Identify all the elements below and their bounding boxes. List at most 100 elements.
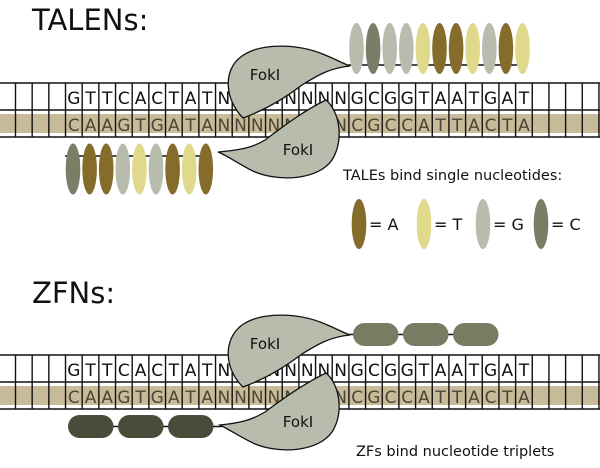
tale-legend: = A= T= G= C: [351, 199, 581, 249]
zfns-top-base: A: [135, 361, 147, 381]
talens-bottom-base: A: [168, 116, 180, 136]
talens-top-base: N: [334, 89, 347, 109]
legend-swatch-G: [475, 199, 491, 249]
zfns-bottom-base: N: [218, 388, 231, 408]
tale-repeat-A: [498, 23, 514, 74]
zfns-top-base: T: [168, 361, 180, 381]
zfn-section: ZFNs: GTTCACTATNNNNNNNNGCGGTAATGATCAAGTG…: [0, 276, 600, 460]
tale-repeat-T: [181, 143, 197, 195]
fokI-top-shape-zfn: [227, 314, 351, 388]
zinc-finger-module: [353, 323, 399, 346]
fokI-bottom-domain-zfn: FokI: [217, 372, 340, 451]
talens-bottom-base: A: [85, 116, 97, 136]
tale-repeat-G: [382, 23, 398, 74]
zfns-top-base: G: [484, 361, 497, 381]
talen-section: TALENs: GTTCACTATNNNNNNNNGCGGTAATGATCAAG…: [0, 3, 600, 249]
tale-repeat-T: [515, 23, 530, 74]
talens-top-base: T: [201, 89, 213, 109]
tale-repeat-A: [198, 143, 214, 195]
talens-top-base: C: [151, 89, 163, 109]
zfns-top-base: A: [501, 361, 513, 381]
legend-label-G: = G: [493, 215, 524, 234]
zfns-top-base: G: [401, 361, 414, 381]
talens-bottom-base: C: [485, 116, 497, 136]
talens-top-base: A: [135, 89, 147, 109]
zfns-bottom-base: C: [401, 388, 413, 408]
talens-bottom-base: G: [151, 116, 164, 136]
tale-repeat-T: [465, 23, 481, 74]
zfns-top-base: T: [84, 361, 96, 381]
fokI-top-label: FokI: [250, 66, 280, 84]
zfns-top-base: A: [451, 361, 463, 381]
fokI-bottom-domain: FokI: [217, 99, 340, 179]
zfn-title: ZFNs:: [32, 276, 115, 310]
zfns-bottom-base: A: [168, 388, 180, 408]
fokI-bottom-label-zfn: FokI: [283, 413, 313, 431]
zfns-top-base: N: [218, 361, 231, 381]
zfns-bottom-base: T: [184, 388, 196, 408]
talens-bottom-base: T: [134, 116, 146, 136]
talens-top-base: A: [185, 89, 197, 109]
fokI-top-domain-zfn: FokI: [227, 314, 351, 388]
talens-bottom-base: A: [201, 116, 213, 136]
legend-swatch-C: [533, 199, 549, 249]
talens-top-base: T: [468, 89, 480, 109]
zfns-top-base: T: [418, 361, 430, 381]
zfns-top-base: T: [468, 361, 480, 381]
talens-bottom-base: A: [468, 116, 480, 136]
tale-repeat-A: [82, 143, 97, 195]
tale-repeat-C: [365, 23, 381, 74]
talens-top-base: G: [351, 89, 364, 109]
legend-label-A: = A: [369, 215, 398, 234]
tale-repeat-G: [148, 143, 164, 195]
zfns-top-base: A: [435, 361, 447, 381]
talens-bottom-base: G: [117, 116, 130, 136]
talens-bottom-base: C: [401, 116, 413, 136]
zfns-bottom-base: T: [501, 388, 513, 408]
talens-top-base: T: [518, 89, 530, 109]
zinc-finger-module: [453, 323, 499, 346]
fokI-top-domain: FokI: [227, 45, 351, 119]
tale-top-array: [348, 23, 530, 74]
talens-top-base: A: [501, 89, 513, 109]
talens-top-base: T: [84, 89, 96, 109]
tale-repeat-A: [165, 143, 180, 195]
zfns-bottom-base: C: [351, 388, 363, 408]
talen-dna-grid: GTTCACTATNNNNNNNNGCGGTAATGATCAAGTGATANNN…: [0, 82, 600, 138]
talens-bottom-base: T: [501, 116, 513, 136]
zfns-bottom-base: C: [485, 388, 497, 408]
zfns-top-base: N: [301, 361, 314, 381]
fokI-top-shape: [227, 45, 351, 119]
talens-top-base: G: [384, 89, 397, 109]
talens-bottom-base: T: [434, 116, 446, 136]
talen-title: TALENs:: [31, 3, 148, 37]
talens-bottom-base: A: [518, 116, 530, 136]
fokI-bottom-label: FokI: [283, 141, 313, 159]
zfns-top-base: A: [185, 361, 197, 381]
zinc-finger-module: [118, 415, 164, 438]
tale-repeat-G: [349, 23, 364, 74]
talens-bottom-base: C: [351, 116, 363, 136]
talens-bottom-base: N: [234, 116, 247, 136]
fokI-bottom-shape: [217, 99, 340, 179]
talens-top-base: G: [401, 89, 414, 109]
talens-bottom-base: A: [101, 116, 113, 136]
zfns-bottom-base: A: [201, 388, 213, 408]
talens-top-base: A: [451, 89, 463, 109]
zfns-bottom-base: A: [101, 388, 113, 408]
talens-bottom-base: C: [68, 116, 80, 136]
zfns-top-base: T: [201, 361, 213, 381]
tale-repeat-A: [98, 143, 114, 195]
tale-bottom-array: [65, 143, 214, 195]
tale-repeat-A: [448, 23, 464, 74]
talens-top-base: C: [368, 89, 380, 109]
talens-top-base: N: [301, 89, 314, 109]
fokI-top-label-zfn: FokI: [250, 335, 280, 353]
zinc-finger-module: [68, 415, 114, 438]
zfns-top-base: G: [384, 361, 397, 381]
legend-label-T: = T: [434, 215, 462, 234]
tales-caption: TALEs bind single nucleotides:: [342, 168, 562, 184]
zfns-bottom-base: C: [68, 388, 80, 408]
talens-bottom-base: N: [218, 116, 231, 136]
talens-bottom-base: N: [251, 116, 264, 136]
